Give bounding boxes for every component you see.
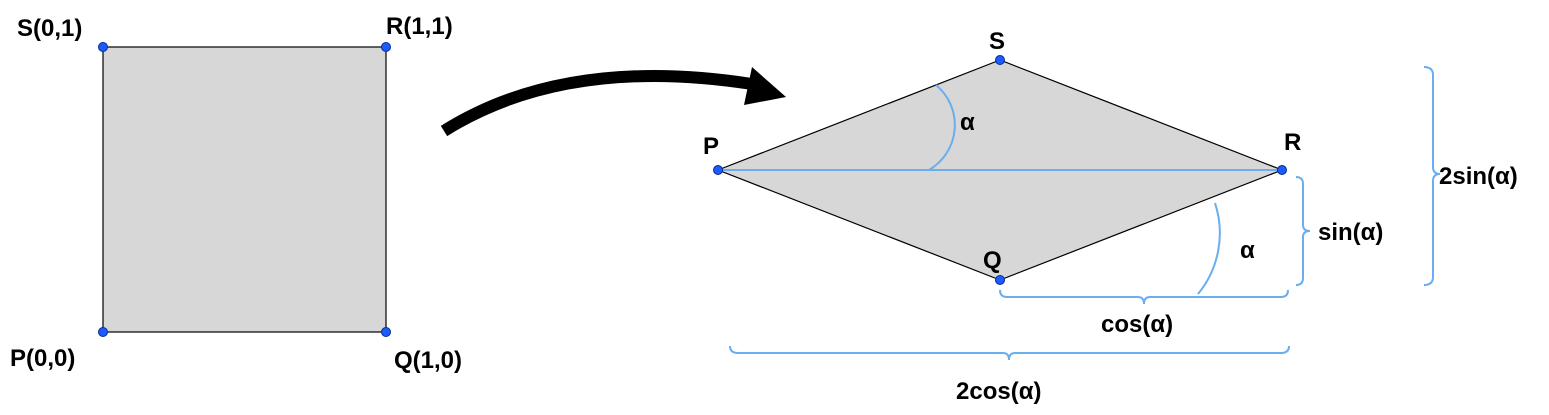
- brace-cos: [999, 289, 1289, 305]
- square-point-p: [98, 327, 108, 337]
- rhombus-point-p: [713, 165, 723, 175]
- angle-label-upper: α: [960, 109, 975, 136]
- rhombus-label-s: S: [989, 28, 1005, 55]
- angle-label-lower: α: [1240, 237, 1255, 264]
- rhombus-label-r: R: [1284, 129, 1301, 156]
- dim-label-cos: cos(α): [1101, 311, 1173, 338]
- rhombus-point-s: [995, 55, 1005, 65]
- dimension-labels: sin(α) 2sin(α) cos(α) 2cos(α): [956, 163, 1518, 405]
- dim-label-two-cos: 2cos(α): [956, 378, 1041, 405]
- rhombus: S R P Q α α: [703, 28, 1301, 295]
- angle-arc-upper: [928, 84, 956, 171]
- transform-arrow-icon: [440, 67, 786, 137]
- square-point-r: [381, 42, 391, 52]
- unit-square: S(0,1) R(1,1) P(0,0) Q(1,0): [10, 13, 462, 374]
- brace-two-cos: [729, 345, 1290, 361]
- square-body: [102, 46, 387, 333]
- brace-sin: [1295, 176, 1311, 286]
- square-label-p: P(0,0): [10, 345, 75, 372]
- rhombus-point-q: [995, 275, 1005, 285]
- angle-arc-lower: [1197, 202, 1221, 295]
- dim-label-two-sin: 2sin(α): [1439, 163, 1518, 190]
- dimension-braces: [729, 66, 1441, 361]
- rhombus-label-q: Q: [983, 247, 1002, 274]
- rhombus-label-p: P: [703, 133, 719, 160]
- square-label-s: S(0,1): [17, 15, 82, 42]
- brace-two-sin: [1423, 66, 1441, 286]
- arrow-shaft: [440, 70, 753, 137]
- arrow-head: [744, 67, 786, 105]
- square-point-q: [381, 327, 391, 337]
- square-label-q: Q(1,0): [394, 347, 462, 374]
- dim-label-sin: sin(α): [1318, 219, 1383, 246]
- square-point-s: [98, 42, 108, 52]
- square-label-r: R(1,1): [386, 13, 453, 40]
- rhombus-point-r: [1277, 165, 1287, 175]
